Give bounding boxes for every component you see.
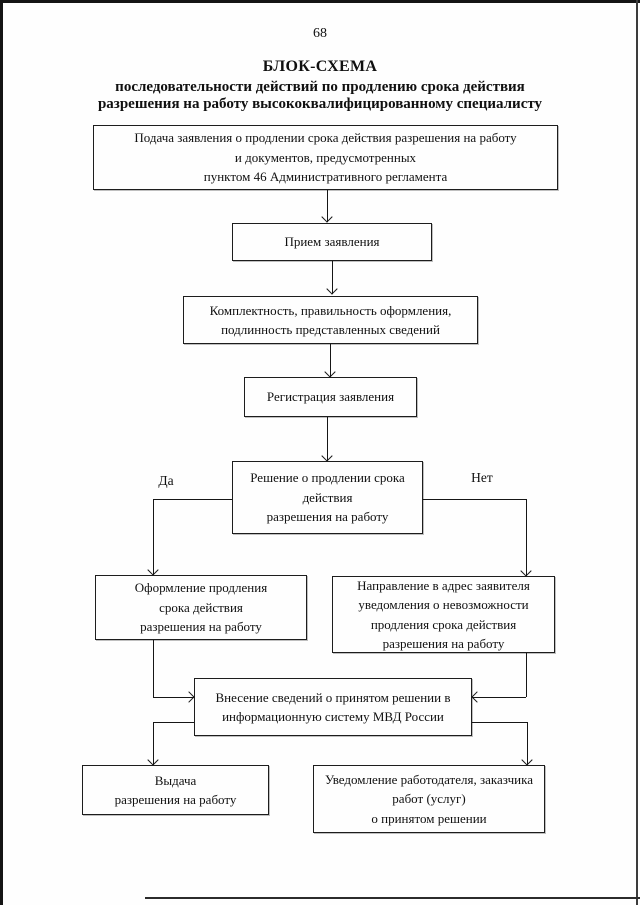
branch-label-yes: Да xyxy=(158,473,174,488)
arrowhead-down-icon xyxy=(321,450,333,462)
connector-extend-down xyxy=(153,640,154,697)
box-line: Направление в адрес заявителя xyxy=(357,577,530,593)
connector-yes-vertical xyxy=(153,499,154,575)
box-line: Уведомление работодателя, заказчика xyxy=(324,771,534,787)
flow-box-refusal-notice: Направление в адрес заявителя уведомлени… xyxy=(332,576,555,653)
box-line: Комплектность, правильность оформления, xyxy=(209,302,452,318)
connector-no-vertical xyxy=(526,499,527,576)
box-line: и документов, предусмотренных xyxy=(234,149,417,165)
arrowhead-down-icon xyxy=(147,564,159,576)
flow-box-notify-employer: Уведомление работодателя, заказчика рабо… xyxy=(313,765,545,833)
box-line: разрешения на работу xyxy=(114,792,237,807)
page-number: 68 xyxy=(313,26,327,41)
box-line: Прием заявления xyxy=(284,234,380,250)
box-line: Внесение сведений о принятом решении в xyxy=(215,689,451,705)
scan-edge-left xyxy=(0,0,3,905)
page-subtitle-line2: разрешения на работу высококвалифицирова… xyxy=(97,96,543,112)
flow-box-process-extension: Оформление продления срока действия разр… xyxy=(95,575,307,640)
connector-refusal-to-record xyxy=(472,697,526,698)
scan-edge-top xyxy=(0,0,640,3)
box-line: разрешения на работу xyxy=(266,509,389,525)
arrowhead-down-icon xyxy=(147,754,159,766)
connector-record-out-left xyxy=(153,722,194,723)
box-line: о принятом решении xyxy=(371,810,487,826)
page-subtitle-line1: последовательности действий по продлению… xyxy=(115,79,525,95)
box-line: Регистрация заявления xyxy=(266,389,395,405)
arrowhead-down-icon xyxy=(321,211,333,223)
arrowhead-left-icon xyxy=(471,691,483,703)
box-line: Подача заявления о продлении срока дейст… xyxy=(134,130,517,146)
connector-yes-horizontal xyxy=(153,499,232,500)
connector-record-out-right xyxy=(472,722,527,723)
box-line: продления срока действия xyxy=(370,616,517,632)
connector-check-to-register xyxy=(330,344,331,377)
box-line: работ (услуг) xyxy=(392,791,466,807)
box-line: разрешения на работу xyxy=(382,636,505,651)
branch-label-no: Нет xyxy=(471,470,493,485)
box-line: подлинность представленных сведений xyxy=(221,322,440,337)
connector-accept-to-check xyxy=(332,261,333,294)
flow-box-issue-permit: Выдача разрешения на работу xyxy=(82,765,269,815)
connector-record-to-issue xyxy=(153,722,154,765)
connector-record-to-notify xyxy=(527,722,528,765)
flow-box-record-in-mvd-system: Внесение сведений о принятом решении в и… xyxy=(194,678,472,736)
box-line: срока действия xyxy=(159,599,243,615)
box-line: пунктом 46 Административного регламента xyxy=(203,169,448,185)
arrowhead-right-icon xyxy=(183,691,195,703)
page-title: БЛОК-СХЕМА xyxy=(262,58,378,75)
flow-box-register-application: Регистрация заявления xyxy=(244,377,417,417)
box-line: Оформление продления xyxy=(134,580,268,596)
connector-no-horizontal xyxy=(423,499,526,500)
connector-refusal-down xyxy=(526,653,527,697)
scan-edge-bottom xyxy=(145,897,640,899)
arrowhead-down-icon xyxy=(521,754,533,766)
box-line: действия xyxy=(302,489,353,505)
box-line: Выдача xyxy=(154,772,197,788)
connector-extend-to-record xyxy=(153,697,194,698)
flow-box-submit-application: Подача заявления о продлении срока дейст… xyxy=(93,125,558,190)
scan-edge-right xyxy=(636,0,638,905)
box-line: Решение о продлении срока xyxy=(250,470,405,486)
arrowhead-down-icon xyxy=(324,366,336,378)
box-line: уведомления о невозможности xyxy=(358,597,529,612)
connector-register-to-decision xyxy=(327,417,328,461)
flow-box-decision-extend-permit: Решение о продлении срока действия разре… xyxy=(232,461,423,534)
connector-submit-to-accept xyxy=(327,190,328,222)
box-line: информационную систему МВД России xyxy=(222,709,444,724)
flow-box-completeness-check: Комплектность, правильность оформления, … xyxy=(183,296,478,344)
arrowhead-down-icon xyxy=(326,283,338,295)
box-line: разрешения на работу xyxy=(140,619,262,635)
flow-box-accept-application: Прием заявления xyxy=(232,223,432,261)
